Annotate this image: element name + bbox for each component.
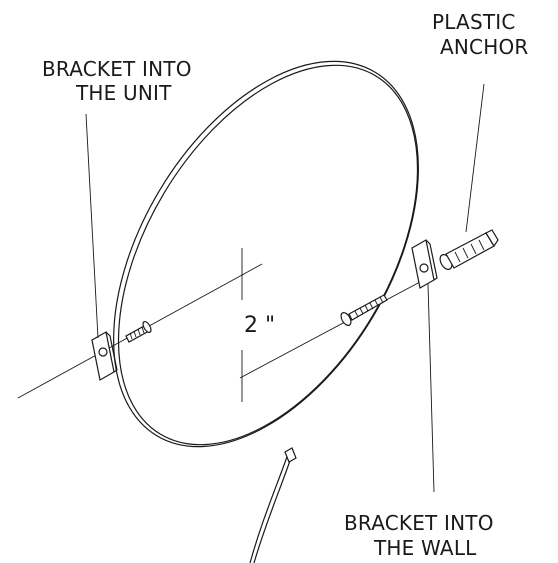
label-plastic-anchor-line2: ANCHOR xyxy=(440,35,529,59)
label-plastic-anchor-line1: PLASTIC xyxy=(432,10,516,34)
screw-unit xyxy=(125,320,152,343)
label-bracket-unit-line2: THE UNIT xyxy=(75,81,172,105)
bracket-unit xyxy=(91,331,118,381)
axis-lines xyxy=(17,263,421,399)
wire-loop xyxy=(113,60,419,448)
label-bracket-unit-line1: BRACKET INTO xyxy=(42,57,192,81)
dimension-label: 2 " xyxy=(244,313,275,338)
screw-wall xyxy=(340,294,388,326)
leader-lines xyxy=(85,83,485,493)
label-bracket-wall-line2: THE WALL xyxy=(373,536,477,560)
wire-tail xyxy=(249,447,297,563)
label-bracket-wall-line1: BRACKET INTO xyxy=(344,511,494,535)
plastic-anchor xyxy=(439,229,499,270)
bracket-wall xyxy=(411,239,438,289)
